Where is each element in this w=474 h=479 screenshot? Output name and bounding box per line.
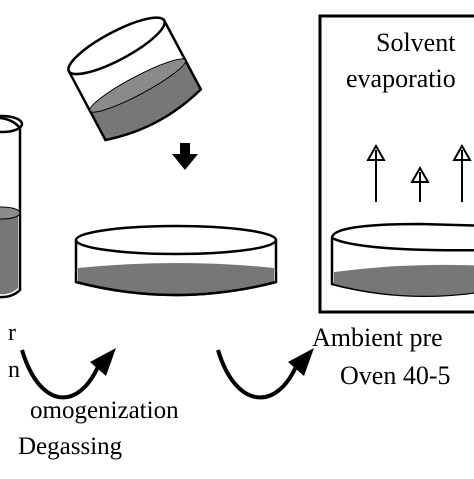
pouring-beaker-liquid: [89, 60, 201, 141]
oven-temperature-label: Oven 40-5: [340, 361, 450, 390]
homogenization-label: omogenization: [30, 397, 179, 424]
down-arrow-icon: [172, 143, 198, 170]
left-partial-label-1: r: [8, 320, 16, 346]
ambient-pressure-label: Ambient pre: [312, 323, 443, 352]
left-beaker-liquid: [0, 209, 18, 295]
curved-arrow-icon: [20, 348, 116, 400]
degassing-label: Degassing: [18, 433, 123, 460]
left-partial-label-2: n: [8, 357, 20, 383]
up-arrow-icon: [366, 143, 386, 202]
petri-dish-1-liquid: [78, 263, 274, 294]
petri-dish-1: [74, 224, 278, 297]
left-beaker: [0, 114, 24, 299]
petri-dish-2: [330, 222, 474, 297]
solvent-label: Solvent: [376, 28, 456, 57]
petri-dish-2-liquid: [334, 264, 474, 296]
up-arrow-icon: [410, 165, 430, 202]
evaporation-label: evaporatio: [346, 64, 456, 93]
oven-box: [318, 14, 474, 314]
pouring-beaker: [67, 16, 203, 142]
up-arrow-icon: [452, 143, 472, 202]
curved-arrow-icon: [216, 348, 314, 400]
